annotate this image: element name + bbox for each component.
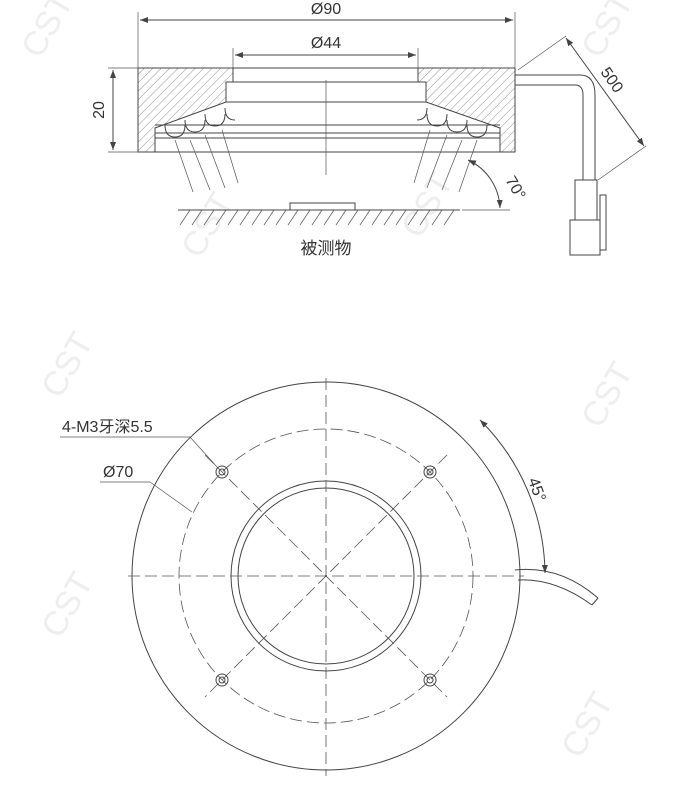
svg-text:CST: CST	[34, 566, 101, 644]
thread-label: 4-M3牙深5.5	[62, 418, 153, 436]
outer-diameter-label: Ø90	[311, 1, 341, 18]
svg-text:CST: CST	[574, 0, 641, 64]
svg-text:CST: CST	[394, 166, 461, 244]
svg-text:CST: CST	[34, 326, 101, 404]
inner-diameter-label: Ø44	[311, 35, 341, 52]
object-label: 被测物	[301, 239, 352, 258]
cable-length-label: 500	[597, 65, 626, 97]
svg-text:CST: CST	[14, 0, 81, 64]
height-label: 20	[91, 101, 108, 119]
angle-70-label: 70°	[502, 174, 529, 203]
top-view: 4-M3牙深5.5 Ø70 45°	[60, 378, 599, 776]
bolt-circle-label: Ø70	[103, 464, 133, 481]
side-view: Ø90 Ø44 20 被测物 70° 500	[91, 1, 647, 258]
mounting-holes	[215, 465, 437, 687]
angle-45-label: 45°	[524, 476, 548, 505]
svg-text:CST: CST	[174, 186, 241, 264]
svg-text:CST: CST	[554, 686, 621, 764]
led-beads-left	[164, 107, 239, 193]
svg-text:CST: CST	[574, 356, 641, 434]
